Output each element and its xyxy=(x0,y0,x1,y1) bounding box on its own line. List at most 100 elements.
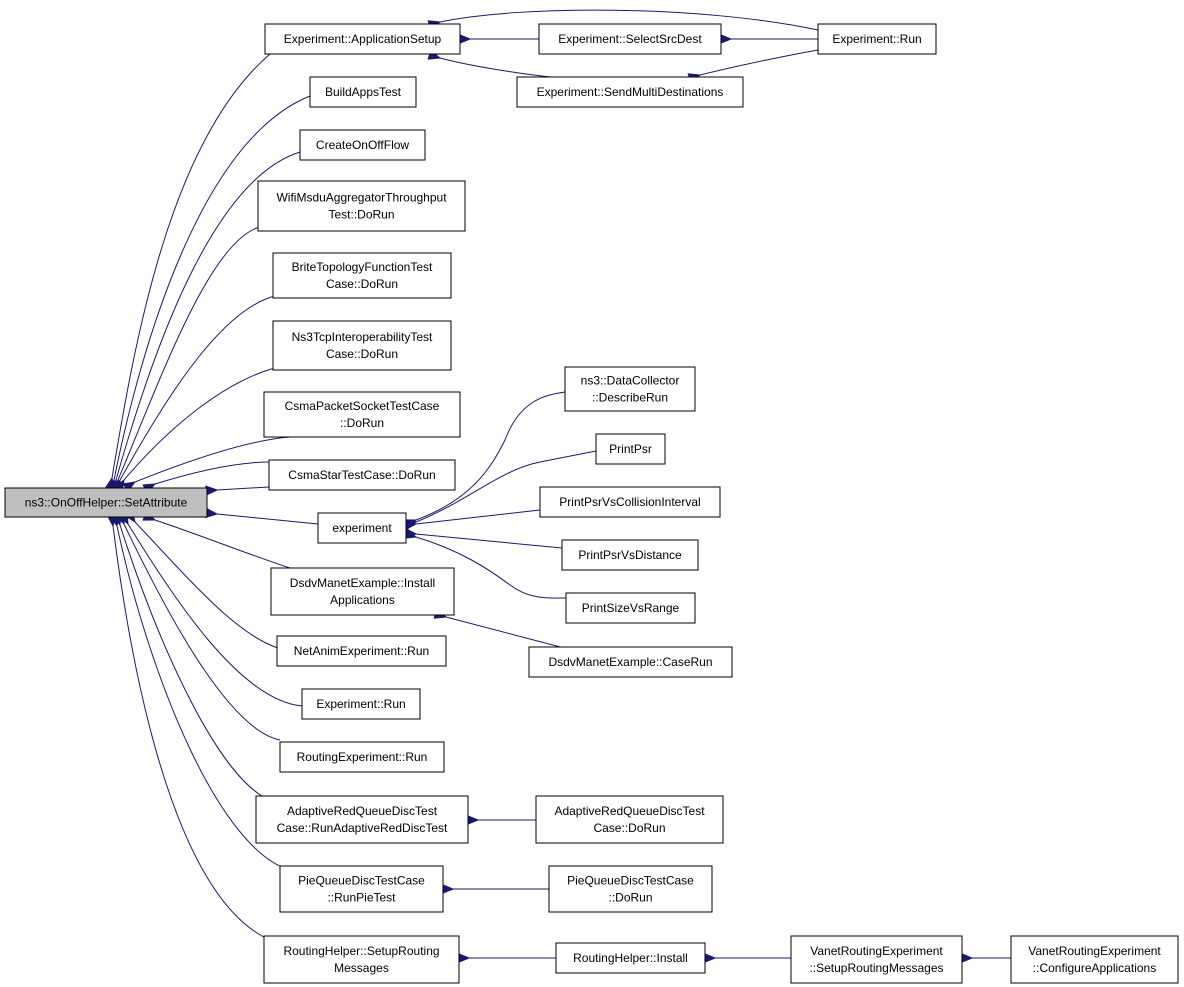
node-box xyxy=(268,459,456,491)
node-label: Applications xyxy=(330,593,395,607)
node-routing-setup[interactable]: RoutingHelper::SetupRoutingMessages xyxy=(263,935,460,984)
edge-routing-setup xyxy=(112,525,271,941)
node-box xyxy=(279,865,444,913)
node-label: ::RunPieTest xyxy=(327,891,396,905)
edge-build-apps xyxy=(113,95,311,481)
edge-routing-exp xyxy=(123,523,281,741)
node-csma-packet[interactable]: CsmaPacketSocketTestCase::DoRun xyxy=(263,391,461,438)
node-pie-run[interactable]: PieQueueDiscTestCase::RunPieTest xyxy=(279,865,444,913)
node-send-multi[interactable]: Experiment::SendMultiDestinations xyxy=(516,76,744,108)
node-ared-run[interactable]: AdaptiveRedQueueDiscTestCase::RunAdaptiv… xyxy=(255,795,469,844)
node-pie-dorun[interactable]: PieQueueDiscTestCase::DoRun xyxy=(548,865,713,913)
node-box xyxy=(817,23,937,55)
node-print-psr-dist[interactable]: PrintPsrVsDistance xyxy=(561,539,699,571)
node-box xyxy=(309,76,417,108)
node-label: Experiment::ApplicationSetup xyxy=(284,32,442,46)
edge-dsdv-install xyxy=(154,519,291,569)
node-label: PieQueueDiscTestCase xyxy=(567,874,694,888)
node-box xyxy=(255,795,469,844)
node-box xyxy=(561,539,699,571)
node-label: Test::DoRun xyxy=(328,208,394,222)
edge-dc-to-exp xyxy=(415,391,566,521)
node-label: ::DoRun xyxy=(340,416,384,430)
node-label: CsmaPacketSocketTestCase xyxy=(285,399,440,413)
node-box xyxy=(301,688,421,720)
node-label: Experiment::SendMultiDestinations xyxy=(537,85,724,99)
node-print-psr[interactable]: PrintPsr xyxy=(595,433,666,465)
node-app-setup[interactable]: Experiment::ApplicationSetup xyxy=(264,23,461,55)
node-label: PrintPsrVsDistance xyxy=(578,548,682,562)
node-csma-star[interactable]: CsmaStarTestCase::DoRun xyxy=(268,459,456,491)
node-box xyxy=(279,741,445,773)
node-dsdv-caserun[interactable]: DsdvManetExample::CaseRun xyxy=(528,646,733,678)
node-exp-run-mid[interactable]: Experiment::Run xyxy=(301,688,421,720)
node-root-set-attribute[interactable]: ns3::OnOffHelper::SetAttribute xyxy=(4,487,208,518)
node-build-apps[interactable]: BuildAppsTest xyxy=(309,76,417,108)
node-label: DsdvManetExample::Install xyxy=(290,576,435,590)
node-label: Case::DoRun xyxy=(326,277,398,291)
node-box xyxy=(299,129,426,161)
edge-caserun-to-dsdv xyxy=(445,616,569,650)
node-data-collector[interactable]: ns3::DataCollector::DescribeRun xyxy=(564,366,696,412)
edge-create-onoff xyxy=(115,151,301,481)
edge-size-to-exp xyxy=(415,536,567,599)
edge-netanim xyxy=(134,521,286,651)
edge-wifi xyxy=(117,226,261,481)
node-label: WifiMsduAggregatorThroughput xyxy=(276,191,447,205)
node-print-size[interactable]: PrintSizeVsRange xyxy=(565,592,696,624)
edge-experiment xyxy=(216,486,270,491)
node-exp-run-top[interactable]: Experiment::Run xyxy=(817,23,937,55)
edge-vanet-to-install-arrowhead xyxy=(703,952,717,964)
edge-exp-run-mid xyxy=(127,523,303,707)
node-label: Messages xyxy=(334,961,389,975)
edge-pie xyxy=(116,525,291,871)
edge-dist-to-exp xyxy=(415,533,563,549)
node-box xyxy=(272,252,452,299)
node-netanim[interactable]: NetAnimExperiment::Run xyxy=(276,635,447,667)
node-label: RoutingHelper::Install xyxy=(573,951,688,965)
edge-brite xyxy=(119,295,276,481)
node-label: CsmaStarTestCase::DoRun xyxy=(288,468,435,482)
edge-run-to-app xyxy=(439,9,819,31)
node-box xyxy=(263,391,461,438)
node-experiment[interactable]: experiment xyxy=(317,512,407,544)
node-label: Case::RunAdaptiveRedDiscTest xyxy=(277,821,448,835)
node-label: RoutingExperiment::Run xyxy=(297,750,428,764)
node-label: Experiment::Run xyxy=(832,32,921,46)
node-box xyxy=(538,23,722,55)
node-label: Experiment::SelectSrcDest xyxy=(558,32,702,46)
edge-run-to-select-arrowhead xyxy=(719,33,733,45)
edge-send-to-app xyxy=(439,57,561,79)
edge-ared xyxy=(119,524,271,801)
node-print-psr-coll[interactable]: PrintPsrVsCollisionInterval xyxy=(539,486,721,518)
edge-csma-star xyxy=(154,461,271,485)
node-box xyxy=(555,942,706,974)
node-box xyxy=(276,635,447,667)
node-box xyxy=(270,567,455,616)
node-label: ns3::OnOffHelper::SetAttribute xyxy=(25,496,188,510)
node-routing-exp[interactable]: RoutingExperiment::Run xyxy=(279,741,445,773)
node-label: Case::DoRun xyxy=(593,821,665,835)
edge-ared-dorun-arrowhead xyxy=(466,814,480,826)
edge-psr-to-exp xyxy=(415,450,597,523)
node-routing-install[interactable]: RoutingHelper::Install xyxy=(555,942,706,974)
node-select-src[interactable]: Experiment::SelectSrcDest xyxy=(538,23,722,55)
node-label: RoutingHelper::SetupRouting xyxy=(283,944,439,958)
node-create-onoff[interactable]: CreateOnOffFlow xyxy=(299,129,426,161)
edge-coll-to-exp xyxy=(415,509,541,525)
node-box xyxy=(790,935,963,984)
node-box xyxy=(257,180,466,232)
node-label: BuildAppsTest xyxy=(325,85,402,99)
node-vanet-config[interactable]: VanetRoutingExperiment::ConfigureApplica… xyxy=(1010,935,1179,984)
node-label: AdaptiveRedQueueDiscTest xyxy=(554,804,705,818)
node-label: ::SetupRoutingMessages xyxy=(809,961,943,975)
node-vanet-setup[interactable]: VanetRoutingExperiment::SetupRoutingMess… xyxy=(790,935,963,984)
node-box xyxy=(263,935,460,984)
node-label: DsdvManetExample::CaseRun xyxy=(548,655,712,669)
node-label: ns3::DataCollector xyxy=(581,374,680,388)
